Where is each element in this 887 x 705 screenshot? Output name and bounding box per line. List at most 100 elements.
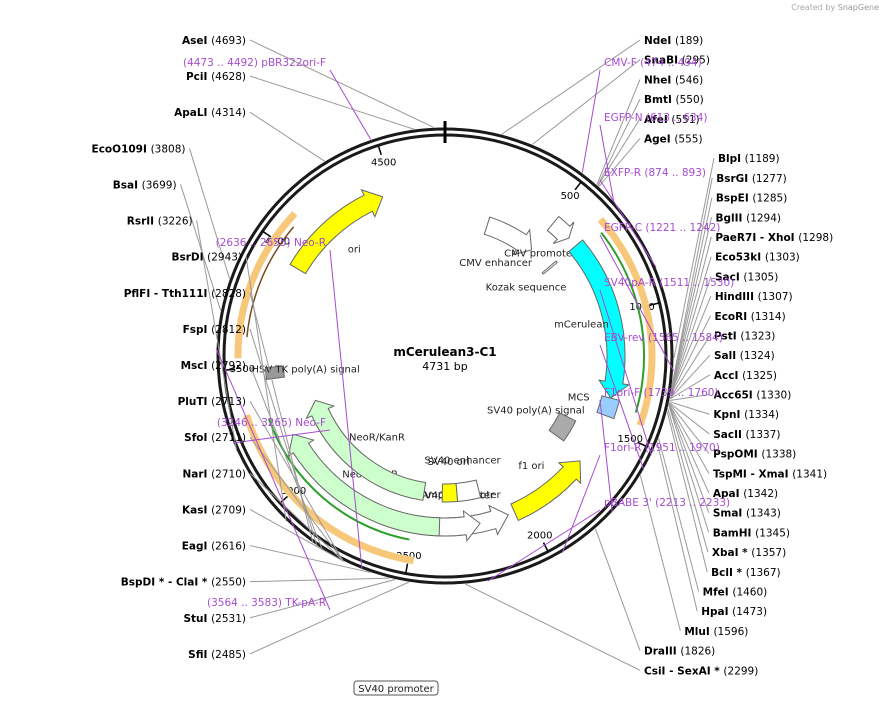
enzyme-position: (1325) <box>742 370 777 382</box>
primer-leader <box>215 348 331 611</box>
tick-label: 1000 <box>629 302 654 313</box>
enzyme-name: BspDI * - ClaI * <box>121 577 211 589</box>
enzyme-position: (3699) <box>142 179 177 191</box>
leader-line <box>598 138 641 187</box>
leader-line <box>249 436 344 562</box>
tick-line <box>637 441 647 448</box>
primer-label: EBV-rev (1565 .. 1584) <box>604 332 723 344</box>
enzyme-label: MscI (2792) <box>181 360 246 372</box>
feature-mcs <box>596 395 621 420</box>
enzyme-name: MscI <box>181 360 212 372</box>
enzyme-name: HpaI <box>701 606 732 618</box>
enzyme-name: SacI <box>715 271 743 283</box>
tick-label: 2500 <box>396 551 421 562</box>
feature-mcerulean <box>568 239 631 399</box>
primer-leader <box>329 249 363 570</box>
enzyme-label: PstI (1323) <box>714 330 775 342</box>
enzyme-name: Acc65I <box>714 390 757 402</box>
enzyme-name: BsrGI <box>716 173 752 185</box>
feature-label: f1 ori <box>518 461 544 472</box>
enzyme-position: (2711) <box>211 432 246 444</box>
leader-line <box>673 158 715 358</box>
feature-cmv-promoter <box>546 215 575 245</box>
enzyme-name: AfeI <box>644 114 671 126</box>
primer-leader <box>599 179 657 268</box>
enzyme-name: BmtI <box>644 94 676 106</box>
enzyme-name: BsaI <box>113 179 142 191</box>
leader-line <box>249 581 410 655</box>
enzyme-label: SalI (1324) <box>714 350 775 362</box>
tick-label: 4000 <box>265 236 290 247</box>
primer-label: EXFP-R (874 .. 893) <box>604 167 706 179</box>
enzyme-position: (1294) <box>746 212 781 224</box>
primer-label: EGFP-N (613 .. 634) <box>604 112 708 124</box>
tick-line <box>224 368 235 371</box>
leader-line <box>597 118 641 186</box>
enzyme-position: (295) <box>682 55 710 67</box>
enzyme-position: (189) <box>675 35 703 47</box>
primer-leader <box>599 234 674 371</box>
leader-line <box>669 354 711 400</box>
feature-ori <box>289 188 384 275</box>
leader-line <box>249 400 344 562</box>
enzyme-name: NdeI <box>644 35 675 47</box>
tick-line <box>649 302 660 307</box>
enzyme-name: SalI <box>714 350 740 362</box>
enzyme-label: AfeI (551) <box>644 114 700 126</box>
enzyme-label: BglII (1294) <box>716 212 782 224</box>
enzyme-label: BlpI (1189) <box>718 153 780 165</box>
enzyme-position: (1337) <box>746 429 781 441</box>
cds-guide-arc <box>600 232 645 413</box>
enzyme-name: NarI <box>182 468 211 480</box>
feature-neor-kanr <box>287 433 441 537</box>
enzyme-name: NheI <box>644 74 675 86</box>
tick-line <box>279 495 289 504</box>
leader-line <box>464 583 641 671</box>
enzyme-name: BlpI <box>718 153 745 165</box>
feature-hsv-tk-poly-a-signal <box>264 365 285 380</box>
leader-line <box>596 79 641 185</box>
leader-line <box>249 364 323 550</box>
enzyme-name: MluI <box>684 626 713 638</box>
enzyme-name: AseI <box>182 35 211 47</box>
enzyme-label: StuI (2531) <box>183 613 246 625</box>
enzyme-label: EagI (2616) <box>182 541 246 553</box>
primer-label: F1ori-R (1951 .. 1970) <box>604 442 720 454</box>
enzyme-position: (2710) <box>211 468 246 480</box>
leader-line <box>189 148 230 279</box>
leader-line <box>597 98 641 186</box>
enzyme-label: PciI (4628) <box>186 71 246 83</box>
primer-leader <box>599 399 613 513</box>
enzyme-position: (1341) <box>792 468 827 480</box>
feature-label: SV40 enhancer <box>425 456 502 467</box>
feature-label: Kozak sequence <box>486 283 567 294</box>
leader-line <box>670 256 712 393</box>
cds-guide-arc <box>267 418 410 541</box>
primer-label: (3564 .. 3583) TK-pA-R <box>207 597 326 609</box>
enzyme-position: (1330) <box>756 390 791 402</box>
leader-line <box>669 394 710 401</box>
enzyme-name: KpnI <box>713 409 744 421</box>
enzyme-name: BamHI <box>713 527 755 539</box>
enzyme-label: XbaI * (1357) <box>712 547 786 559</box>
enzyme-position: (3808) <box>151 143 186 155</box>
enzyme-label: BspDI * - ClaI * (2550) <box>121 577 246 589</box>
leader-line <box>667 408 709 553</box>
leader-line <box>671 217 712 390</box>
tick-label: 1500 <box>618 434 643 445</box>
enzyme-position: (1826) <box>680 646 715 658</box>
enzyme-name: AgeI <box>644 133 674 145</box>
enzyme-label: SnaBI (295) <box>644 55 710 67</box>
enzyme-name: StuI <box>183 613 211 625</box>
enzyme-name: XbaI * <box>712 547 751 559</box>
primer-label: (3246 .. 3265) Neo-F <box>217 417 326 429</box>
feature-label: SV40 poly(A) signal <box>487 406 585 417</box>
enzyme-label: NdeI (189) <box>644 35 703 47</box>
enzyme-label: FspI (2812) <box>183 324 246 336</box>
tick-label: 3500 <box>230 364 255 375</box>
enzyme-label: PspOMI (1338) <box>713 449 796 461</box>
feature-label: SV40 ori <box>428 457 470 468</box>
enzyme-name: SfoI <box>184 432 211 444</box>
enzyme-position: (1285) <box>752 193 787 205</box>
leader-lines <box>180 39 715 671</box>
